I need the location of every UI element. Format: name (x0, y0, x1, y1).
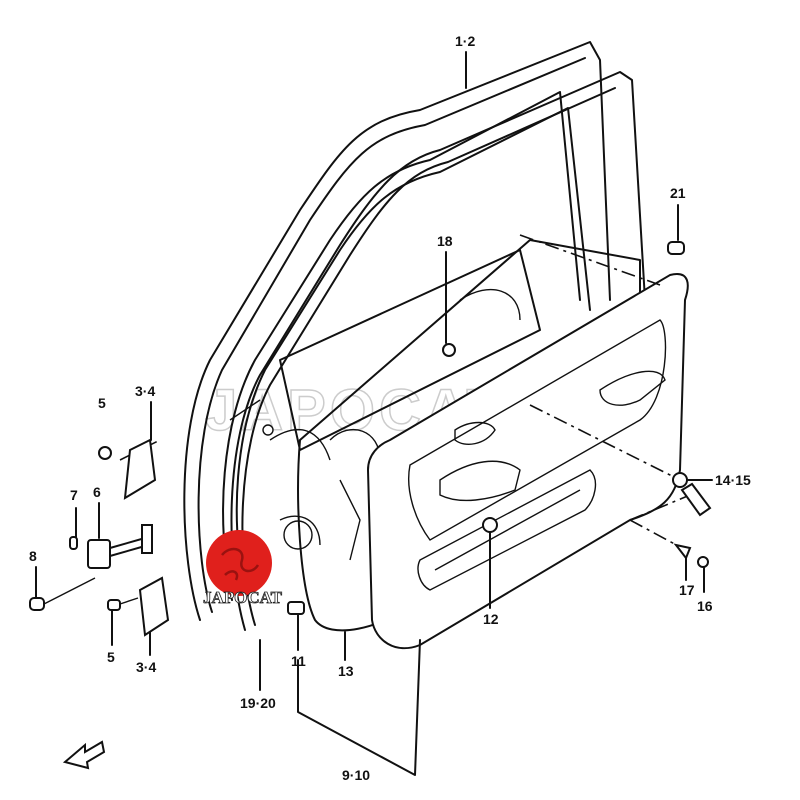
clip-11 (287, 601, 305, 615)
label-clip-11: 11 (291, 653, 306, 669)
label-bolt-upper: 5 (98, 395, 106, 411)
front-arrow-icon (62, 740, 106, 770)
label-check-link: 6 (93, 484, 101, 500)
door-shell (183, 41, 611, 621)
label-clip-12: 12 (483, 611, 499, 627)
upper-hinge (98, 438, 157, 500)
screw-17 (673, 543, 692, 561)
label-trim-panel: 9·10 (342, 767, 370, 783)
leader-lines (35, 51, 713, 776)
label-hinge-lower: 3·4 (136, 659, 156, 675)
label-door-panel: 1·2 (455, 33, 475, 49)
lower-hinge (107, 576, 170, 637)
label-weatherstrip: 19·20 (240, 695, 276, 711)
clip-18 (442, 343, 456, 357)
label-screw-17: 17 (679, 582, 695, 598)
clip-12 (482, 517, 498, 533)
plug-21 (667, 241, 685, 255)
label-bolt-8: 8 (29, 548, 37, 564)
label-cap-16: 16 (697, 598, 713, 614)
door-trim-panel (366, 273, 689, 650)
bolt-8 (29, 577, 96, 611)
label-clip-18: 18 (437, 233, 453, 249)
logo-text: JAPOCAT (203, 588, 283, 607)
label-sealing: 13 (338, 663, 354, 679)
label-bolt-lower: 5 (107, 649, 115, 665)
japocat-logo: JAPOCAT (203, 530, 283, 607)
door-handle (672, 472, 712, 517)
check-link (69, 524, 153, 569)
label-hinge-upper: 3·4 (135, 383, 155, 399)
label-plug: 21 (670, 185, 686, 201)
cap-16 (697, 556, 709, 568)
label-handle: 14·15 (715, 472, 751, 488)
label-pin: 7 (70, 487, 78, 503)
